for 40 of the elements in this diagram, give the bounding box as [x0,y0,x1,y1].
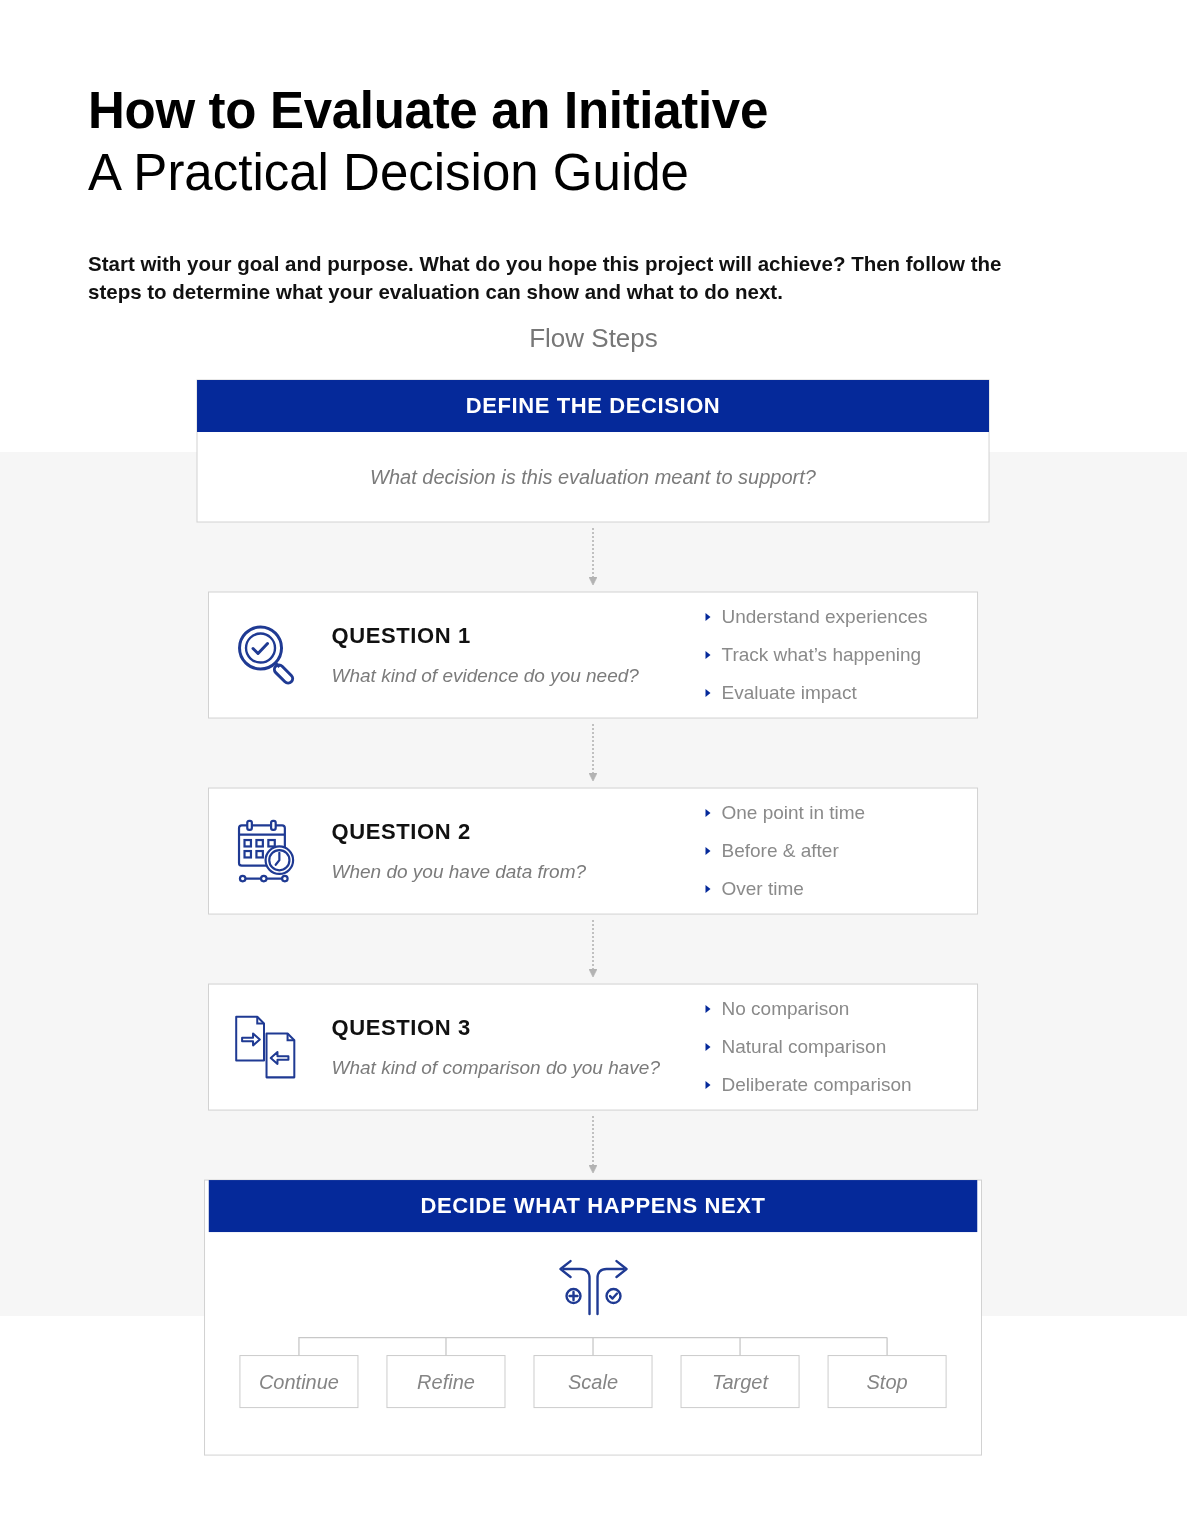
question-text: When do you have data from? [332,860,587,885]
question-text: What kind of comparison do you have? [332,1056,661,1081]
list-item: Deliberate comparison [722,1074,913,1097]
subtitle: A Practical Decision Guide [88,143,689,203]
list-item: Understand experiences [722,606,928,628]
title: How to Evaluate an Initiative [88,81,768,141]
option-label: Refine [416,1369,477,1395]
step-title: QUESTION 3 [332,1014,472,1043]
dashed-arrow [589,527,598,586]
question-card [208,983,979,1111]
section-header: DEFINE THE DECISION [197,380,990,432]
list-item: One point in time [722,802,866,825]
list-item: Natural comparison [722,1036,887,1059]
step-title: QUESTION 1 [332,622,472,650]
option-label: Stop [866,1369,910,1395]
list-item: Over time [722,878,805,901]
step-title: QUESTION 2 [332,818,472,847]
question-text: What kind of evidence do you need? [332,664,640,688]
question-card [208,591,979,719]
option-label: Continue [258,1369,341,1395]
step-card [197,379,990,523]
option-label: Scale [567,1369,620,1395]
section-header: DECIDE WHAT HAPPENS NEXT [209,1180,978,1233]
option-box [681,1355,801,1409]
question-card [208,787,979,915]
dashed-arrow [589,919,598,978]
intro-text: Start with your goal and purpose. What do you hope this project will achieve? Then follow the steps to determine what your evaluation can show and what to do next. [88,251,1003,305]
list-item: Before & after [722,840,840,863]
list-item: Evaluate impact [722,682,858,704]
option-box [386,1355,506,1409]
dashed-arrow [589,1115,598,1174]
dashed-arrow [589,723,598,782]
option-box [828,1355,948,1409]
option-box [239,1355,359,1409]
question-text: What decision is this evaluation meant to support? [369,465,818,490]
list-item: No comparison [722,998,850,1021]
list-item: Track what’s happening [722,644,922,666]
option-box [534,1355,653,1409]
option-label: Target [711,1369,770,1395]
section-label: Flow Steps [529,322,658,354]
